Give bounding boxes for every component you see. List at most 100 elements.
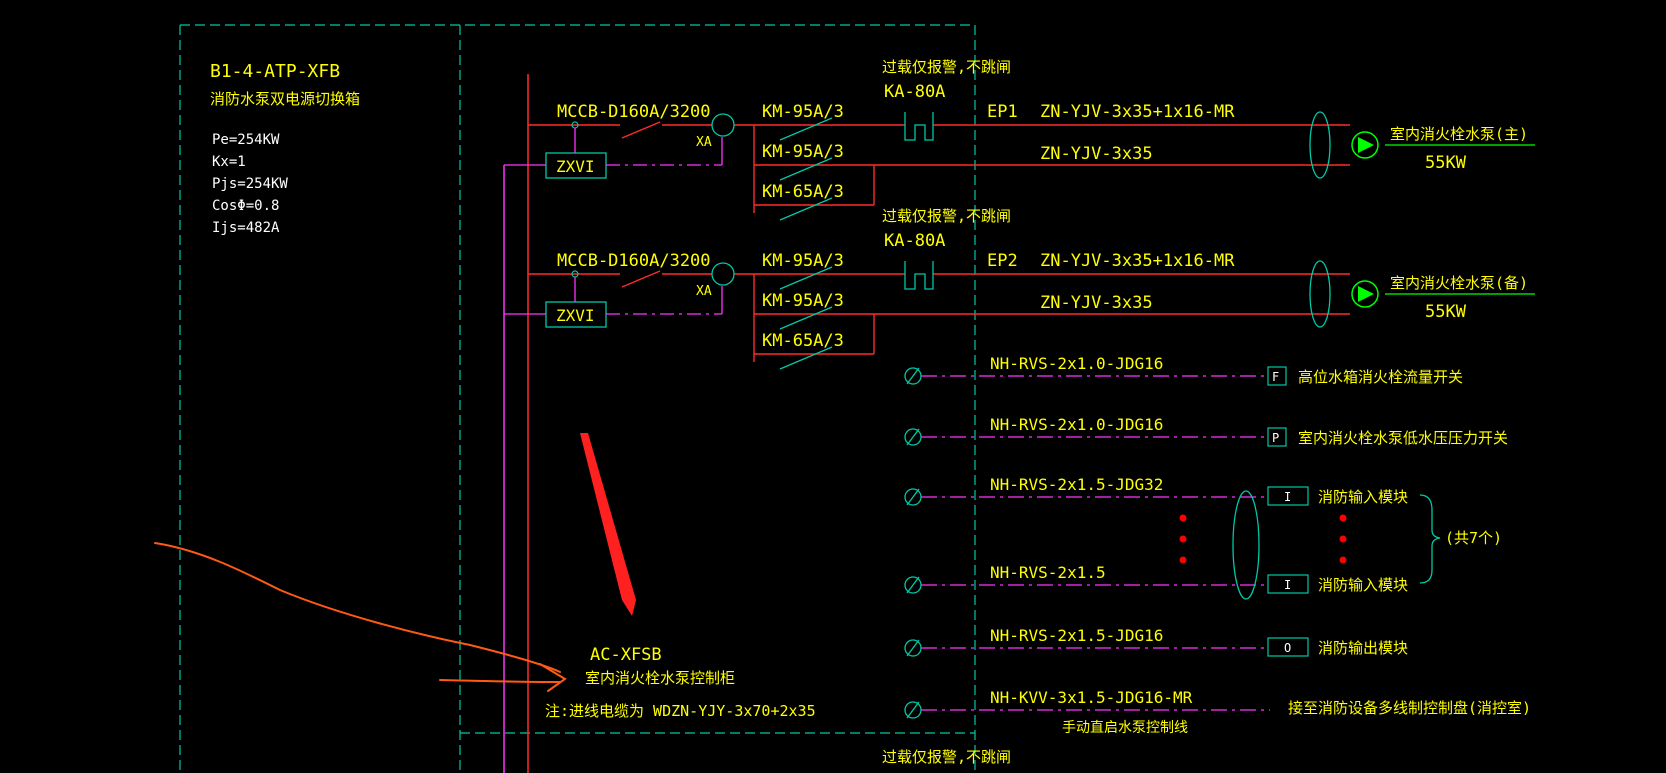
contactor-3-blade	[779, 197, 833, 221]
manual-control-note: 手动直启水泵控制线	[1062, 719, 1188, 736]
contactor-2-blade	[779, 306, 833, 330]
contactor-2-label: KM-95A/3	[762, 142, 844, 162]
terminal-slash	[906, 639, 920, 657]
contactor-1-blade	[779, 117, 833, 141]
terminal-slash	[906, 367, 920, 385]
panel-frames	[179, 24, 976, 773]
panel-id: B1-4-ATP-XFB	[210, 61, 340, 82]
contactor-2-label: KM-95A/3	[762, 291, 844, 311]
control-lines	[504, 277, 723, 315]
signal-device-letter: F	[1272, 370, 1279, 384]
signal-row-2: NH-RVS-2x1.5-JDG32 I 消防输入模块	[904, 475, 1408, 506]
group-count-note: (共7个)	[1445, 529, 1502, 547]
panel-param-pjs: Pjs=254KW	[212, 176, 288, 192]
freehand-arrowhead-icon	[539, 663, 567, 692]
signal-device-label: 消防输入模块	[1318, 488, 1408, 506]
module-cable-bundle	[1232, 490, 1260, 600]
contactor-1-blade	[779, 266, 833, 290]
pump-arrow-icon	[1358, 137, 1374, 153]
panel-info: B1-4-ATP-XFB 消防水泵双电源切换箱 Pe=254KW Kx=1 Pj…	[210, 61, 360, 236]
cable2-label: ZN-YJV-3x35	[1040, 293, 1153, 313]
cable2-label: ZN-YJV-3x35	[1040, 144, 1153, 164]
ep-label: EP1	[987, 102, 1018, 122]
signal-row-1: NH-RVS-2x1.0-JDG16 P 室内消火栓水泵低水压压力开关	[904, 415, 1508, 447]
signal-cable-label: NH-RVS-2x1.5	[990, 563, 1106, 582]
xa-meter-symbol	[711, 113, 735, 137]
terminal-slash	[906, 428, 920, 446]
control-lines	[504, 128, 723, 166]
zxvi-label: ZXVI	[556, 157, 595, 176]
signal-cable-label: NH-KVV-3x1.5-JDG16-MR	[990, 688, 1193, 707]
cabinet-id: AC-XFSB	[590, 645, 662, 665]
cabinet-name: 室内消火栓水泵控制柜	[585, 669, 735, 687]
panel-name: 消防水泵双电源切换箱	[210, 90, 360, 108]
panel-param-pe: Pe=254KW	[212, 132, 280, 148]
terminal-slash	[906, 488, 920, 506]
overload-relay-label: KA-80A	[884, 231, 945, 251]
panel-param-ijs: Ijs=482A	[212, 220, 280, 236]
signal-device-label: 高位水箱消火栓流量开关	[1298, 368, 1463, 386]
contactor-symbols	[779, 117, 833, 221]
xa-label: XA	[696, 284, 712, 299]
breaker-label: MCCB-D160A/3200	[557, 102, 711, 122]
overload-note: 过载仅报警,不跳闸	[882, 207, 1011, 225]
cable1-label: ZN-YJV-3x35+1x16-MR	[1040, 251, 1235, 271]
breaker-contact	[621, 121, 661, 139]
ka-relay-symbol	[904, 112, 934, 141]
dot	[1179, 556, 1187, 564]
cable1-label: ZN-YJV-3x35+1x16-MR	[1040, 102, 1235, 122]
power-lines	[528, 270, 1350, 362]
contactor-1-label: KM-95A/3	[762, 102, 844, 122]
signal-device-label: 消防输出模块	[1318, 639, 1408, 657]
contactor-symbols	[779, 266, 833, 370]
signal-cable-label: NH-RVS-2x1.5-JDG16	[990, 626, 1163, 645]
signal-device-letter: I	[1284, 578, 1291, 592]
ep-label: EP2	[987, 251, 1018, 271]
signal-device-label: 消防输入模块	[1318, 576, 1408, 594]
dot	[1179, 514, 1187, 522]
signal-cable-label: NH-RVS-2x1.0-JDG16	[990, 354, 1163, 373]
signal-device-letter: O	[1284, 641, 1291, 655]
signal-device-box	[1267, 427, 1287, 447]
signal-device-letter: I	[1284, 490, 1291, 504]
load-label: 室内消火栓水泵(主)	[1390, 125, 1528, 143]
cabinet-cable-note: 注:进线电缆为 WDZN-YJY-3x70+2x35	[545, 702, 816, 720]
ellipsis-dots	[1179, 514, 1347, 564]
signal-device-box	[1267, 574, 1309, 594]
load-power: 55KW	[1425, 153, 1467, 173]
load-power: 55KW	[1425, 302, 1467, 322]
signal-row-0: NH-RVS-2x1.0-JDG16 F 高位水箱消火栓流量开关	[904, 354, 1463, 386]
dot	[1339, 535, 1347, 543]
pump-arrow-icon	[1358, 286, 1374, 302]
bottom-overload-note: 过载仅报警,不跳闸	[882, 748, 1011, 766]
dot	[1339, 556, 1347, 564]
signal-device-box	[1267, 637, 1309, 657]
load-label: 室内消火栓水泵(备)	[1390, 274, 1528, 292]
ka-relay-symbol	[904, 261, 934, 290]
circuit-ep1: MCCB-D160A/3200 过载仅报警,不跳闸 KA-80A EP1 ZN-…	[504, 58, 1535, 221]
panel-param-cos: CosΦ=0.8	[212, 198, 279, 214]
signal-row-4: NH-RVS-2x1.5-JDG16 O 消防输出模块	[904, 626, 1408, 657]
xa-meter-symbol	[711, 262, 735, 286]
annotation-arrow-icon	[580, 433, 636, 616]
dot	[1179, 535, 1187, 543]
group-brace	[1419, 494, 1441, 584]
contactor-1-label: KM-95A/3	[762, 251, 844, 271]
signal-row-3: NH-RVS-2x1.5 I 消防输入模块	[904, 563, 1408, 594]
freehand-underline	[439, 679, 561, 683]
signal-row-5: NH-KVV-3x1.5-JDG16-MR 接至消防设备多线制控制盘(消控室)	[904, 688, 1531, 719]
cable-bundle-symbol	[1309, 260, 1331, 328]
freehand-annotation	[154, 542, 567, 692]
terminal-slash	[906, 576, 920, 594]
signal-device-box	[1267, 366, 1287, 386]
breaker-contact	[621, 270, 661, 288]
signal-device-letter: P	[1272, 431, 1279, 445]
pump-icon	[1351, 280, 1379, 308]
contactor-2-blade	[779, 157, 833, 181]
power-lines	[528, 121, 1350, 213]
signal-device-box	[1267, 486, 1309, 506]
overload-relay-label: KA-80A	[884, 82, 945, 102]
breaker-label: MCCB-D160A/3200	[557, 251, 711, 271]
